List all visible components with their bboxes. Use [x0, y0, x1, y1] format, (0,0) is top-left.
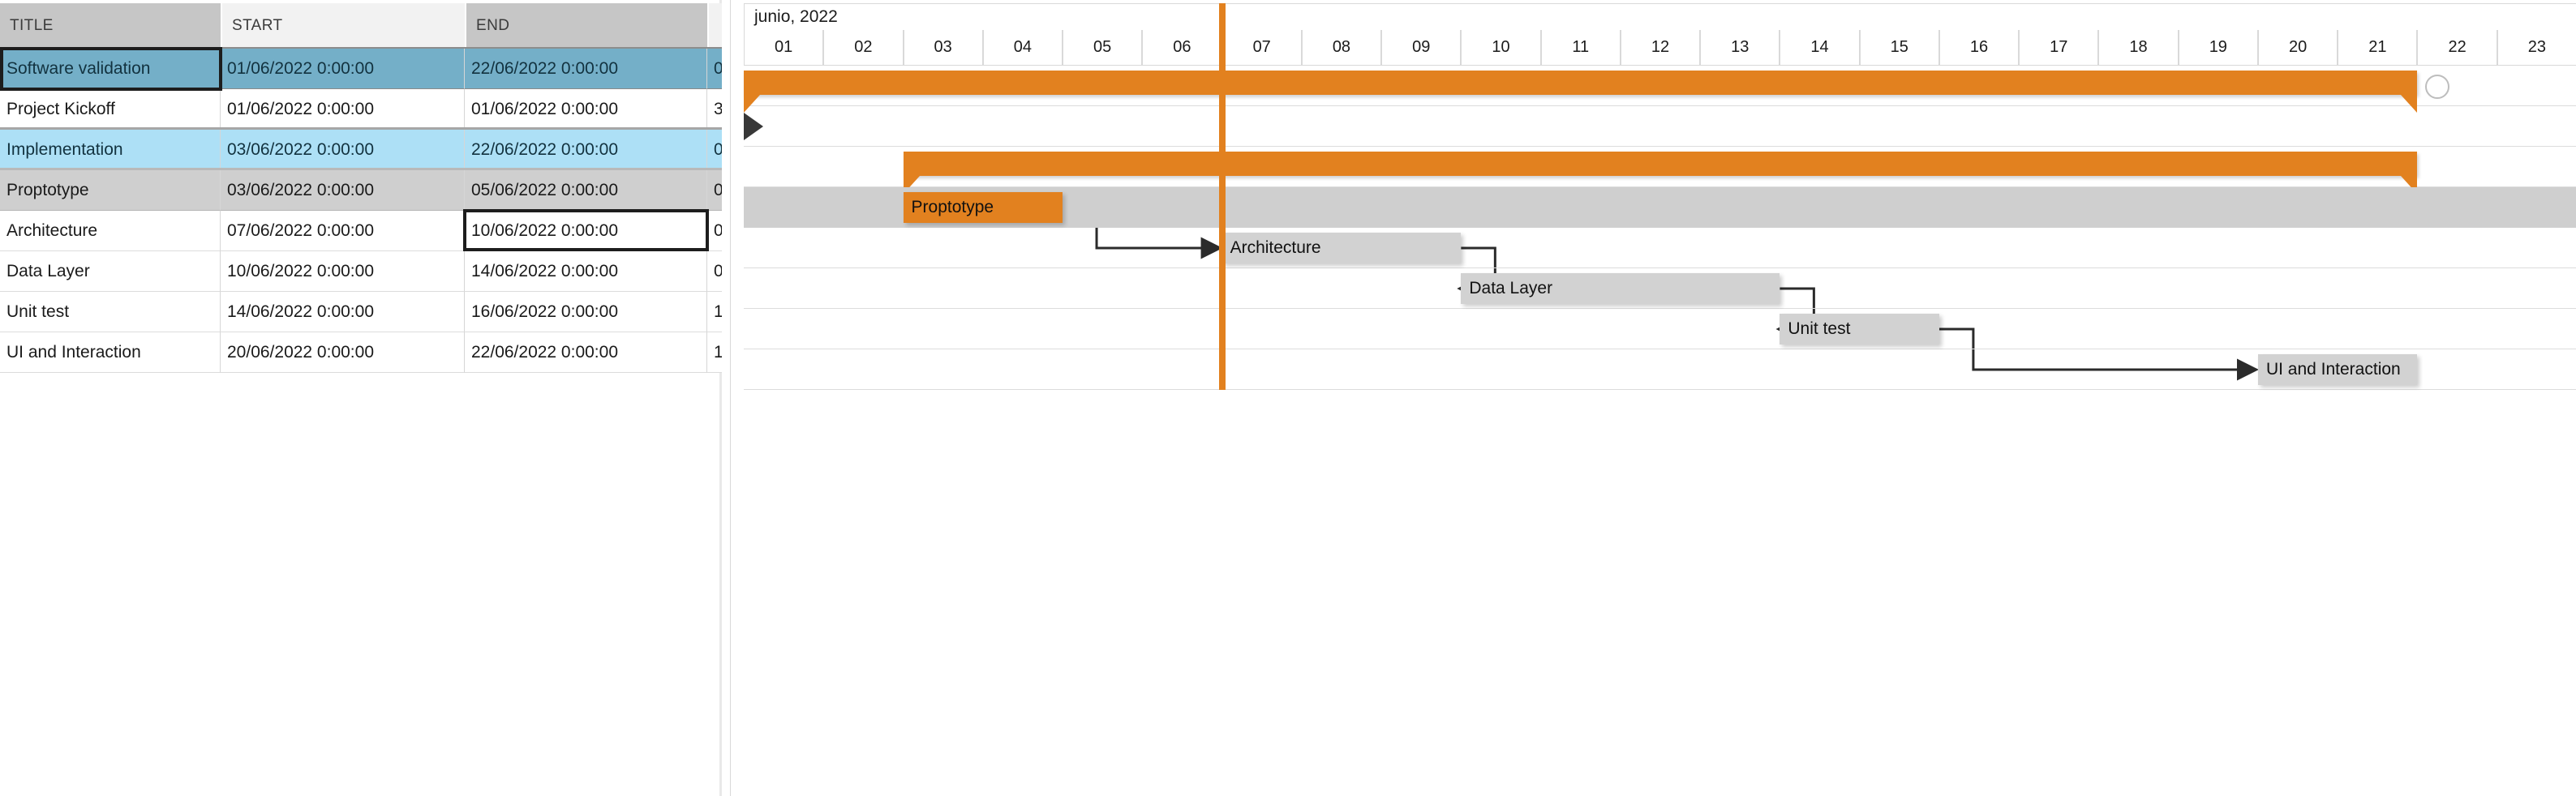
timeline-row[interactable]: Proptotype — [744, 187, 2576, 228]
cell-extra[interactable]: 0 — [707, 251, 722, 292]
task-bar[interactable]: Data Layer — [1461, 273, 1780, 304]
cell-start[interactable]: 03/06/2022 0:00:00 — [221, 130, 465, 170]
cell-title[interactable]: Implementation — [0, 130, 221, 170]
cell-title[interactable]: Architecture — [0, 211, 221, 251]
cell-end[interactable]: 22/06/2022 0:00:00 — [465, 49, 707, 89]
cell-start[interactable]: 07/06/2022 0:00:00 — [221, 211, 465, 251]
task-bar-label: UI and Interaction — [2265, 360, 2401, 379]
timeline-day-cell[interactable]: 11 — [1540, 30, 1621, 66]
cell-end[interactable]: 22/06/2022 0:00:00 — [465, 332, 707, 373]
cell-start[interactable]: 10/06/2022 0:00:00 — [221, 251, 465, 292]
timeline-day-cell[interactable]: 21 — [2338, 30, 2418, 66]
cell-end[interactable]: 14/06/2022 0:00:00 — [465, 251, 707, 292]
task-bar-label: Data Layer — [1469, 279, 1553, 297]
cell-extra[interactable]: 1 — [707, 332, 722, 373]
task-bar-label: Proptotype — [911, 198, 994, 216]
cell-extra[interactable]: 0 — [707, 170, 722, 211]
summary-bar-tail-right — [2401, 95, 2418, 113]
cell-extra[interactable]: 0 — [707, 49, 722, 89]
timeline-day-cell[interactable]: 02 — [823, 30, 904, 66]
task-bar-label: Unit test — [1788, 319, 1851, 338]
cell-title[interactable]: UI and Interaction — [0, 332, 221, 373]
milestone-marker[interactable] — [744, 113, 763, 140]
cell-extra[interactable]: 0 — [707, 211, 722, 251]
cell-title[interactable]: Software validation — [0, 49, 221, 89]
cell-start[interactable]: 03/06/2022 0:00:00 — [221, 170, 465, 211]
timeline-row[interactable] — [744, 147, 2576, 194]
timeline-day-cell[interactable]: 15 — [1859, 30, 1939, 66]
cell-title[interactable]: Unit test — [0, 292, 221, 332]
cell-end[interactable]: 01/06/2022 0:00:00 — [465, 89, 707, 130]
timeline-day-cell[interactable]: 01 — [744, 30, 824, 66]
column-header-end[interactable]: END — [466, 3, 707, 49]
timeline-day-cell[interactable]: 20 — [2257, 30, 2338, 66]
cell-extra[interactable]: 1 — [707, 292, 722, 332]
today-marker-line — [1218, 3, 1226, 390]
timeline-day-cell[interactable]: 13 — [1700, 30, 1780, 66]
summary-bar-tail-left — [744, 95, 760, 113]
cell-extra[interactable]: 0 — [707, 130, 722, 170]
timeline-day-cell[interactable]: 14 — [1780, 30, 1860, 66]
timeline-day-cell[interactable]: 08 — [1301, 30, 1382, 66]
task-bar[interactable]: Unit test — [1780, 314, 1939, 345]
cell-title[interactable]: Project Kickoff — [0, 89, 221, 130]
column-header-start[interactable]: START — [222, 3, 465, 49]
timeline-day-cell[interactable]: 10 — [1461, 30, 1541, 66]
cell-title[interactable]: Proptotype — [0, 170, 221, 211]
cell-end[interactable]: 05/06/2022 0:00:00 — [465, 170, 707, 211]
cell-start[interactable]: 01/06/2022 0:00:00 — [221, 89, 465, 130]
timeline-day-cell[interactable]: 22 — [2417, 30, 2497, 66]
bar-resize-handle[interactable] — [2425, 75, 2450, 99]
timeline-day-cell[interactable]: 17 — [2019, 30, 2099, 66]
cell-end[interactable]: 16/06/2022 0:00:00 — [465, 292, 707, 332]
timeline-day-cell[interactable]: 05 — [1063, 30, 1143, 66]
summary-bar[interactable] — [903, 152, 2418, 176]
cell-end[interactable]: 10/06/2022 0:00:00 — [465, 211, 707, 251]
timeline-row[interactable] — [744, 66, 2576, 113]
column-header-extra[interactable] — [709, 3, 722, 49]
cell-extra[interactable]: 3 — [707, 89, 722, 130]
timeline-day-cell[interactable]: 09 — [1381, 30, 1462, 66]
task-bar[interactable]: Proptotype — [903, 192, 1063, 223]
task-bar[interactable]: Architecture — [1221, 233, 1462, 263]
summary-bar[interactable] — [744, 71, 2418, 95]
column-header-title[interactable]: TITLE — [0, 3, 221, 49]
timeline-row[interactable]: Architecture — [744, 228, 2576, 268]
timeline-day-cell[interactable]: 03 — [903, 30, 983, 66]
timeline-day-cell[interactable]: 18 — [2098, 30, 2179, 66]
task-bar[interactable]: UI and Interaction — [2257, 354, 2418, 385]
cell-start[interactable]: 20/06/2022 0:00:00 — [221, 332, 465, 373]
timeline-row[interactable]: Data Layer — [744, 268, 2576, 309]
cell-end[interactable]: 22/06/2022 0:00:00 — [465, 130, 707, 170]
timeline-day-cell[interactable]: 12 — [1620, 30, 1701, 66]
cell-title[interactable]: Data Layer — [0, 251, 221, 292]
timeline-row[interactable]: UI and Interaction — [744, 349, 2576, 390]
timeline-row[interactable]: Unit test — [744, 309, 2576, 349]
timeline-day-cell[interactable]: 16 — [1938, 30, 2020, 66]
timeline-month-label: junio, 2022 — [744, 3, 2576, 30]
timeline-day-cell[interactable]: 23 — [2497, 30, 2576, 66]
timeline-day-cell[interactable]: 04 — [982, 30, 1063, 66]
grid-header-row: TITLE START END — [0, 3, 722, 49]
timeline-day-cell[interactable]: 07 — [1221, 30, 1302, 66]
cell-start[interactable]: 01/06/2022 0:00:00 — [221, 49, 465, 89]
task-bar-label: Architecture — [1230, 238, 1321, 257]
timeline-row[interactable] — [744, 106, 2576, 147]
timeline-day-cell[interactable]: 19 — [2178, 30, 2258, 66]
timeline-day-cell[interactable]: 06 — [1142, 30, 1222, 66]
cell-start[interactable]: 14/06/2022 0:00:00 — [221, 292, 465, 332]
